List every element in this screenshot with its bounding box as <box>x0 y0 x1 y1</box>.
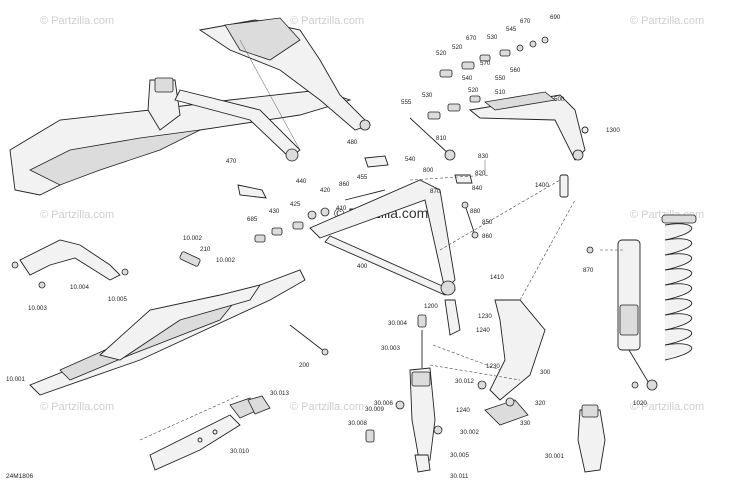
callout: 1300 <box>606 127 620 134</box>
callout: 480 <box>347 139 358 146</box>
callout: 510 <box>495 89 506 96</box>
shock-absorber <box>586 239 658 391</box>
callout: 30.004 <box>388 320 407 327</box>
diagram-code: 24M1806 <box>6 473 33 480</box>
callout: 10.002 <box>183 235 202 242</box>
sway-links <box>454 160 486 239</box>
callout: 810 <box>436 135 447 142</box>
callout: 1240 <box>456 407 470 414</box>
callout: 800 <box>423 167 434 174</box>
callout: 470 <box>226 158 237 165</box>
coil-spring <box>661 214 697 361</box>
callout: 425 <box>290 201 301 208</box>
callout: 30.003 <box>381 345 400 352</box>
callout: 10.004 <box>70 284 89 291</box>
callout: 870 <box>583 267 594 274</box>
callout: 30.001 <box>545 453 564 460</box>
callout: 545 <box>506 26 517 33</box>
callout: 1410 <box>490 274 504 281</box>
callout: 410 <box>336 205 347 212</box>
callout: 210 <box>200 246 211 253</box>
callout: 685 <box>247 216 258 223</box>
watermark: © Partzilla.com <box>40 15 114 27</box>
callout: 455 <box>357 174 368 181</box>
callout: 555 <box>401 99 412 106</box>
callout: 850 <box>482 219 493 226</box>
ski-wear-bar <box>139 394 271 471</box>
spindle-detail <box>577 404 606 473</box>
callout: 530 <box>422 92 433 99</box>
callout: 560 <box>510 67 521 74</box>
lower-a-arm <box>237 155 457 296</box>
callout: 690 <box>550 14 561 21</box>
spindle <box>365 314 443 473</box>
callout: 30.005 <box>450 452 469 459</box>
callout: 540 <box>405 156 416 163</box>
watermark: © Partzilla.com <box>630 15 704 27</box>
upper-a-arm <box>409 36 589 198</box>
callout: 30.009 <box>365 406 384 413</box>
callout: 400 <box>357 263 368 270</box>
callout: 30.008 <box>348 420 367 427</box>
callout: 840 <box>472 185 483 192</box>
guide-lines <box>409 174 625 381</box>
callout: 440 <box>296 178 307 185</box>
callout: 30.010 <box>230 448 249 455</box>
callout: 10.002 <box>216 257 235 264</box>
callout: 530 <box>487 34 498 41</box>
callout: 570 <box>480 60 491 67</box>
callout: 1230 <box>478 313 492 320</box>
callout: 860 <box>482 233 493 240</box>
callout: 670 <box>466 35 477 42</box>
ski-bracket <box>11 239 201 289</box>
callout: 10.001 <box>6 376 25 383</box>
callout: 1240 <box>476 327 490 334</box>
callout-labels: 480 470 440 455 430 420 860 410 685 425 … <box>6 14 647 480</box>
callout: 550 <box>495 75 506 82</box>
callout: 880 <box>470 208 481 215</box>
callout: 320 <box>535 400 546 407</box>
callout: 500 <box>554 96 565 103</box>
callout: 30.011 <box>450 473 469 480</box>
watermark: © Partzilla.com <box>40 401 114 413</box>
watermark: © Partzilla.com <box>290 15 364 27</box>
callout: 820 <box>475 170 486 177</box>
callout: 1020 <box>633 400 647 407</box>
callout: 30.013 <box>270 390 289 397</box>
callout: 520 <box>468 87 479 94</box>
skid-frame-upper <box>9 17 371 196</box>
callout: 30.012 <box>455 378 474 385</box>
callout: 520 <box>436 50 447 57</box>
callout: 670 <box>520 18 531 25</box>
steering-knuckle <box>444 299 546 426</box>
watermark: © Partzilla.com <box>630 401 704 413</box>
callout: 420 <box>320 187 331 194</box>
ski-runner <box>29 269 329 396</box>
watermark: © Partzilla.com <box>290 401 364 413</box>
callout: 10.005 <box>108 296 127 303</box>
watermark: © Partzilla.com <box>40 209 114 221</box>
callout: 430 <box>269 208 280 215</box>
callout: 860 <box>339 181 350 188</box>
callout: 1230 <box>486 363 500 370</box>
callout: 1400 <box>535 182 549 189</box>
callout: 30.002 <box>460 429 479 436</box>
callout: 330 <box>520 420 531 427</box>
callout: 540 <box>462 75 473 82</box>
callout: 1200 <box>424 303 438 310</box>
callout: 30.006 <box>374 400 393 407</box>
callout: 200 <box>299 362 310 369</box>
callout: 830 <box>478 153 489 160</box>
callout: 300 <box>540 369 551 376</box>
callout: 10.003 <box>28 305 47 312</box>
callout: 520 <box>452 44 463 51</box>
callout: 870 <box>430 188 441 195</box>
